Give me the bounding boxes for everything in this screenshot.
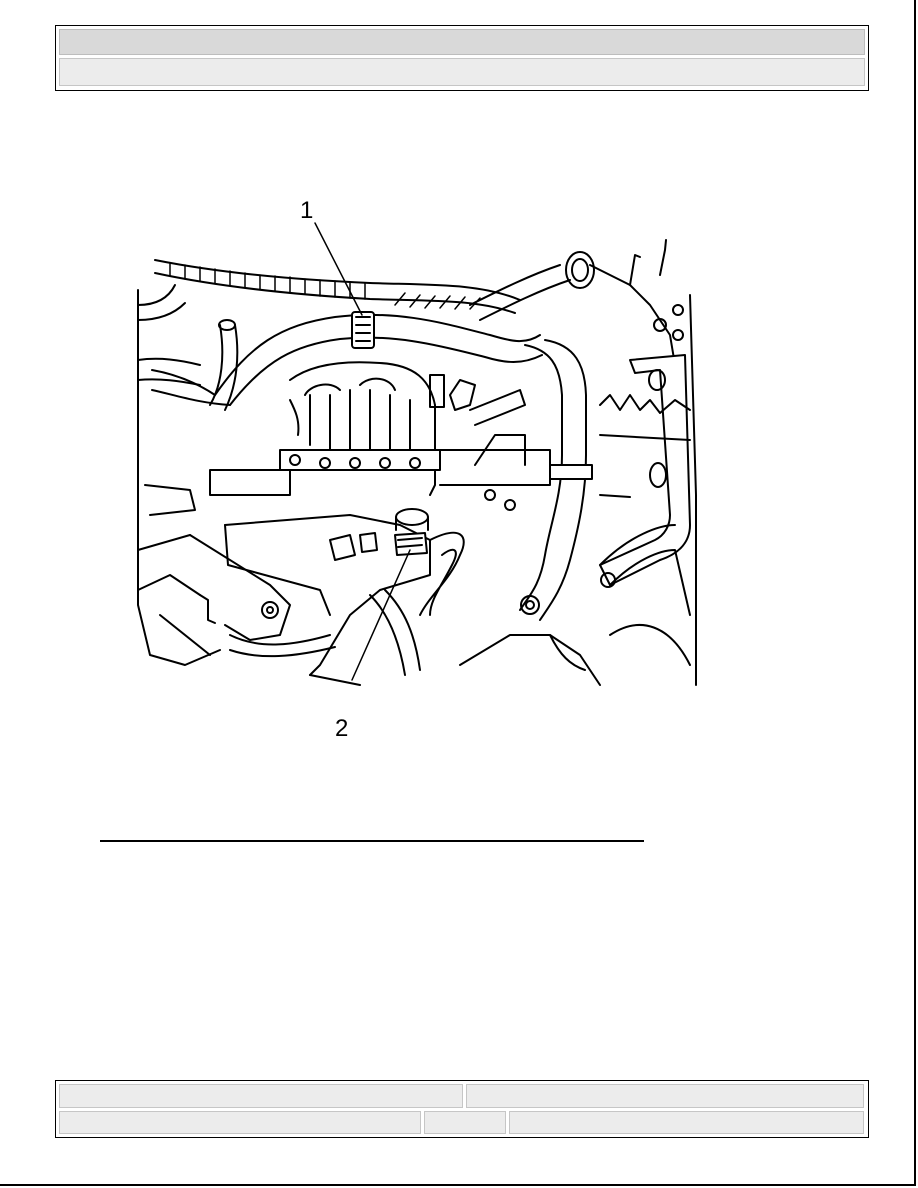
callout-number-1: 1 [300, 197, 314, 224]
callout-number-2: 2 [335, 715, 349, 742]
callout-leader-1 [314, 222, 363, 316]
footer-cell-top-left [59, 1084, 463, 1108]
page-footer [55, 1080, 869, 1138]
header-subtitle [59, 58, 865, 86]
footer-cell-bottom-right [509, 1111, 864, 1134]
engine-illustration [137, 222, 697, 686]
section-divider [100, 840, 644, 842]
sensor-connector [394, 532, 428, 556]
callout-leader-2 [351, 549, 411, 681]
hose-clamp-1 [351, 311, 375, 349]
page-header [55, 25, 869, 91]
footer-cell-top-right [466, 1084, 864, 1108]
mounting-bracket [599, 354, 691, 586]
intake-manifold [289, 361, 436, 496]
upper-coolant-hose [214, 313, 541, 396]
header-title [59, 29, 865, 55]
footer-cell-bottom-middle [424, 1111, 506, 1134]
footer-cell-bottom-left [59, 1111, 421, 1134]
coolant-pipe-right [519, 344, 563, 611]
illustration-outline [137, 289, 697, 686]
